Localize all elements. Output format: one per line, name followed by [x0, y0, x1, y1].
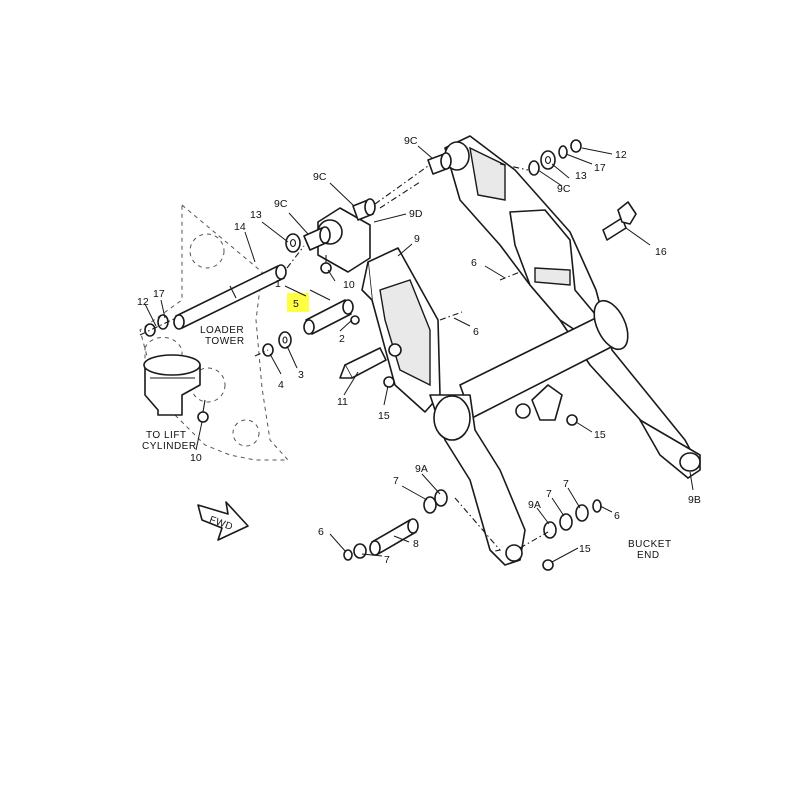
callout-11: 11	[337, 396, 348, 408]
bushing-9c-mid	[352, 198, 376, 221]
leader-lines	[144, 145, 694, 563]
callout-12-left: 12	[137, 296, 149, 308]
callout-1: 1	[275, 278, 281, 290]
callout-16: 16	[655, 246, 667, 258]
pin-14	[173, 264, 287, 330]
loader-tower-note-line2: TOWER	[205, 336, 245, 347]
callout-9a-lower: 9A	[528, 499, 541, 511]
pin-5	[303, 289, 360, 335]
callout-15-low: 15	[579, 543, 591, 555]
hardware-right-top	[528, 139, 582, 176]
callout-3: 3	[298, 369, 304, 381]
grease-fitting-10-low	[197, 399, 209, 423]
callout-8: 8	[413, 538, 419, 550]
callout-17-left: 17	[153, 288, 165, 300]
callout-9c-top-right: 9C	[557, 183, 571, 195]
callout-9c-mid: 9C	[313, 171, 327, 183]
pin-11	[339, 343, 402, 388]
callout-2: 2	[339, 333, 345, 345]
bushings-9a-7	[423, 489, 602, 539]
pin-16	[602, 201, 637, 241]
callout-9c-top: 9C	[404, 135, 418, 147]
callout-13-top-right: 13	[575, 170, 587, 182]
lift-arm-frame	[317, 135, 701, 566]
callout-6-bottom-right: 6	[614, 510, 620, 522]
callout-13-left: 13	[250, 209, 262, 221]
callout-9c-left: 9C	[274, 198, 288, 210]
callout-6-right: 6	[471, 257, 477, 269]
bushing-9c-left	[303, 226, 331, 251]
washer-13-left	[285, 233, 301, 253]
pin-8	[343, 518, 419, 561]
grease-fittings-15	[542, 414, 578, 571]
lift-cylinder-note-line1: TO LIFT	[146, 430, 187, 441]
bucket-end-note-line2: END	[637, 550, 660, 561]
callout-7-lower-b: 7	[563, 478, 569, 490]
bushing-9c-top	[427, 152, 452, 175]
callout-10-mid: 10	[343, 279, 355, 291]
callout-12-top-right: 12	[615, 149, 627, 161]
callout-14: 14	[234, 221, 246, 233]
callout-6-low: 6	[318, 526, 324, 538]
callout-7-low: 7	[384, 554, 390, 566]
lift-cylinder-note-line2: CYLINDER	[142, 441, 197, 452]
assembly-centerlines	[139, 163, 549, 553]
callout-labels: 9C 12 17 13 9C 9C 9D 9 16 9C 13 14 10 1 …	[137, 135, 701, 566]
hardware-17-12-left	[144, 314, 169, 337]
callout-7-upper: 7	[393, 475, 399, 487]
loader-tower-note-line1: LOADER	[200, 325, 244, 336]
callout-17-top-right: 17	[594, 162, 606, 174]
callout-7-lower-a: 7	[546, 488, 552, 500]
callout-15-right: 15	[594, 429, 606, 441]
callout-15-mid: 15	[378, 410, 390, 422]
washers-3-4	[262, 331, 292, 357]
forward-arrow-icon: FWD	[197, 501, 249, 541]
callout-5: 5	[293, 298, 299, 310]
callout-9b: 9B	[688, 494, 701, 506]
callout-4: 4	[278, 379, 284, 391]
bucket-end-note-line1: BUCKET	[628, 539, 672, 550]
callout-9: 9	[414, 233, 420, 245]
callout-10-low: 10	[190, 452, 202, 464]
callout-6-center: 6	[473, 326, 479, 338]
callout-9a-upper: 9A	[415, 463, 428, 475]
callout-5-highlight	[287, 293, 309, 312]
lift-cylinder-end	[143, 354, 201, 416]
callout-9d: 9D	[409, 208, 423, 220]
